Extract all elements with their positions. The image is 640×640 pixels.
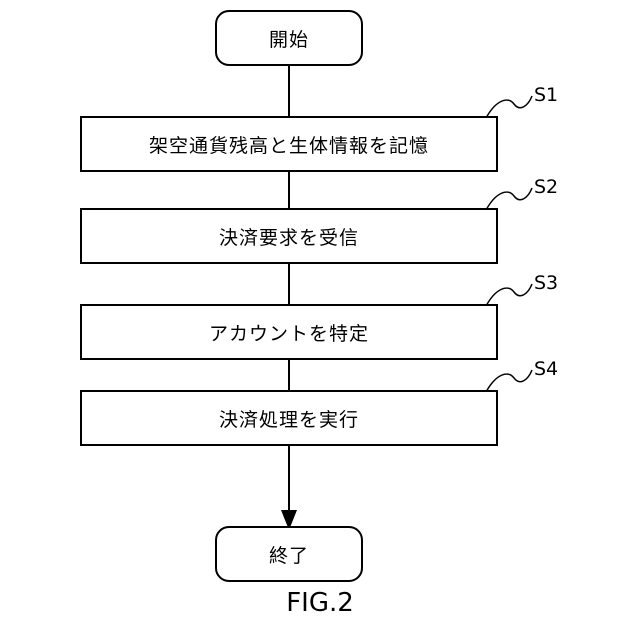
step-s3-id: S3 xyxy=(534,272,558,294)
step-s1-id: S1 xyxy=(534,84,558,106)
leader-curve-s3 xyxy=(486,284,532,306)
step-s3-text: アカウントを特定 xyxy=(209,319,369,346)
leader-curve-s4 xyxy=(486,370,532,392)
start-label: 開始 xyxy=(269,25,309,52)
step-s3-box: アカウントを特定 xyxy=(80,304,498,360)
step-s2-id: S2 xyxy=(534,176,558,198)
end-terminal: 終了 xyxy=(215,526,363,582)
figure-caption: FIG.2 xyxy=(0,588,640,618)
start-terminal: 開始 xyxy=(215,10,363,66)
step-s1-box: 架空通貨残高と生体情報を記憶 xyxy=(80,116,498,172)
leader-curve-s1 xyxy=(486,96,532,118)
step-s4-text: 決済処理を実行 xyxy=(219,405,359,432)
step-s2-box: 決済要求を受信 xyxy=(80,208,498,264)
step-s4-box: 決済処理を実行 xyxy=(80,390,498,446)
step-s4-id: S4 xyxy=(534,358,558,380)
end-label: 終了 xyxy=(269,541,309,568)
step-s1-text: 架空通貨残高と生体情報を記憶 xyxy=(149,131,429,158)
step-s2-text: 決済要求を受信 xyxy=(219,223,359,250)
leader-curve-s2 xyxy=(486,188,532,210)
